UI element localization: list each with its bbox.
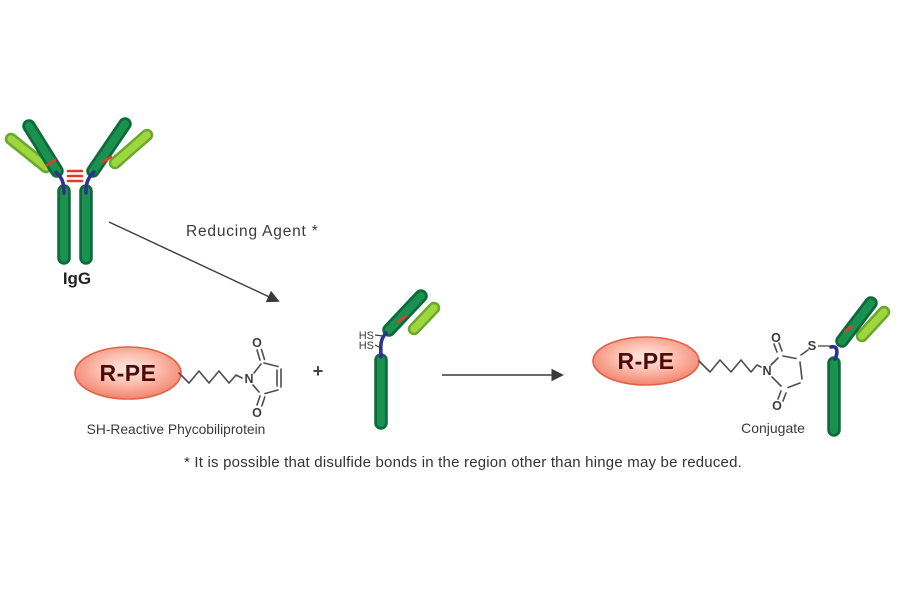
- carbon-sulfur-bond: [800, 349, 809, 356]
- igg-antibody: IgG: [4, 117, 154, 288]
- igg-lightchain-disulfide-right: [101, 155, 113, 164]
- igg-heavy-arm-right: [86, 117, 132, 178]
- half-lightchain-disulfide: [396, 314, 408, 324]
- reducing-agent-step: Reducing Agent *: [108, 221, 319, 303]
- oxygen-atom-top-conjugate: O: [771, 331, 781, 345]
- igg-light-chain-left: [4, 132, 53, 174]
- linker-chain: [178, 370, 243, 384]
- sh-reactive-phycobiliprotein: R-PE O N O SH-Reactive Phycobiliprotein: [74, 336, 282, 437]
- rpe-oval: [74, 346, 182, 400]
- reducing-agent-label: Reducing Agent *: [186, 223, 319, 240]
- thiol-tick-top: [374, 334, 384, 337]
- igg-label: IgG: [63, 269, 91, 288]
- conjugate-hinge: [829, 344, 839, 361]
- conjugate-caption: Conjugate: [741, 420, 805, 436]
- igg-heavy-arm-left: [22, 119, 64, 178]
- reduced-half-antibody: HS HS: [359, 289, 441, 430]
- reducing-agent-arrow: [108, 221, 280, 303]
- oxygen-atom-top: O: [252, 336, 262, 350]
- half-hinge: [378, 331, 388, 359]
- half-light-chain: [407, 301, 441, 336]
- rpe-label-conjugate: R-PE: [618, 348, 675, 374]
- sulfur-atom: S: [808, 338, 817, 353]
- succinimide-ring: O N O S: [762, 331, 831, 413]
- maleimide-ring: O N O: [244, 336, 282, 420]
- half-heavy-arm: [382, 289, 428, 337]
- nitrogen-atom: N: [244, 372, 253, 386]
- footnote: * It is possible that disulfide bonds in…: [184, 454, 742, 471]
- igg-hinge-left: [54, 170, 66, 195]
- thiol-label-bottom: HS: [359, 340, 374, 352]
- conjugate-heavy-arm: [835, 296, 878, 348]
- oxygen-atom-bottom-conjugate: O: [772, 399, 782, 413]
- igg-lightchain-disulfide-left: [45, 158, 57, 167]
- linker-chain-conjugate: [698, 359, 762, 373]
- conjugate-product: R-PE O N O S: [592, 296, 891, 437]
- conjugate-light-chain: [855, 305, 891, 343]
- thiol-tick-bottom: [374, 344, 382, 349]
- rpe-label: R-PE: [100, 360, 157, 386]
- conjugate-lightchain-disulfide: [843, 325, 854, 333]
- igg-hinge-right: [84, 170, 96, 195]
- thiol-label-top: HS: [359, 330, 374, 342]
- reactant-caption: SH-Reactive Phycobiliprotein: [87, 422, 266, 437]
- igg-light-chain-right: [108, 128, 154, 170]
- nitrogen-atom-conjugate: N: [762, 364, 771, 378]
- plus-sign: +: [313, 361, 324, 381]
- conjugate-half-antibody: [827, 296, 891, 437]
- oxygen-atom-bottom: O: [252, 406, 262, 420]
